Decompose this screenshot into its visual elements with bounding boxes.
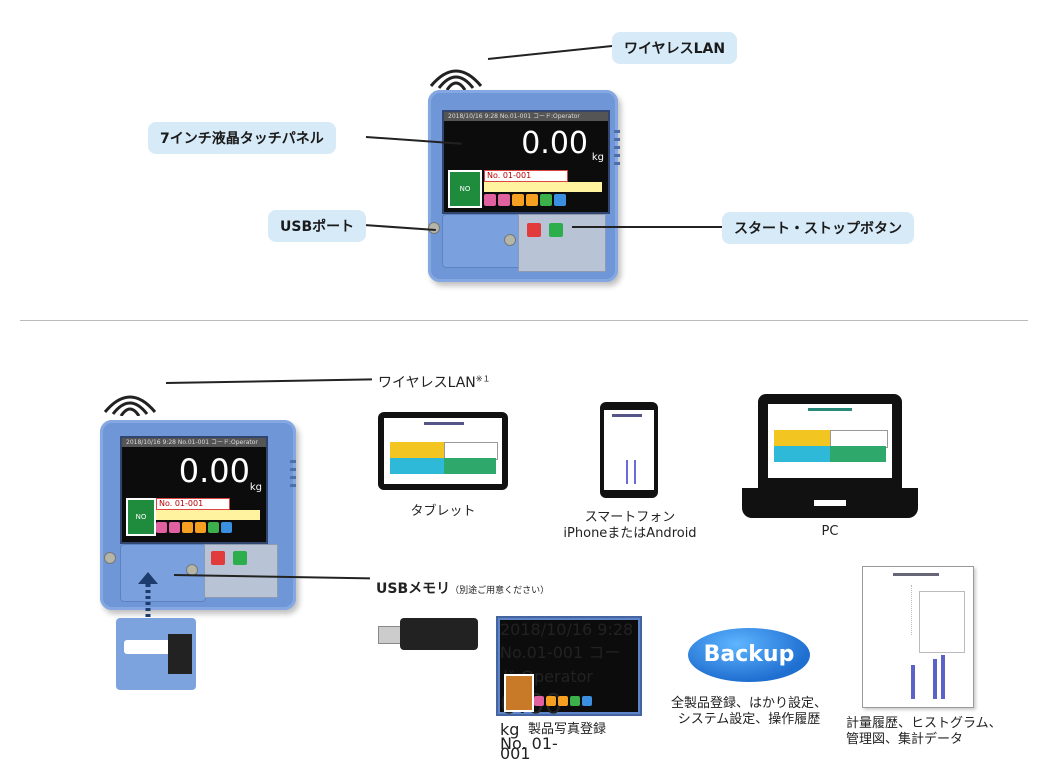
weight-display: 0.00 xyxy=(521,126,588,161)
photo-reg-screen: 2018/10/16 9:28 No.01-001 コード:Operator 0… xyxy=(496,616,642,762)
callout-line xyxy=(165,378,372,384)
wireless-lan-label: ワイヤレスLAN xyxy=(612,32,738,64)
usb-port-label: USBポート xyxy=(268,210,367,242)
device-screen: 2018/10/16 9:28 No.01-001 コード:Operator 0… xyxy=(442,110,610,227)
screw xyxy=(104,552,116,564)
info-bar xyxy=(156,510,260,520)
wireless-lan-text: ワイヤレスLAN xyxy=(378,375,476,391)
device-screen: 2018/10/16 9:28 No.01-001 コード:Operator 0… xyxy=(120,436,268,555)
history-desc-1: 計量履歴、ヒストグラム、 xyxy=(846,716,1002,731)
photo-reg-label: 製品写真登録 xyxy=(527,722,606,737)
status-bar: 2018/10/16 9:28 No.01-001 コード:Operator xyxy=(500,620,634,686)
stop-button[interactable] xyxy=(211,551,225,565)
product-photo xyxy=(504,674,534,712)
usb-memory-text: USBメモリ xyxy=(376,581,451,597)
pc-label: PC xyxy=(821,524,839,539)
unit-label: kg xyxy=(591,152,604,163)
stop-button[interactable] xyxy=(527,223,541,237)
start-stop-label: スタート・ストップボタン xyxy=(722,212,914,244)
callout-line xyxy=(487,44,614,60)
unit-label: kg xyxy=(500,720,520,739)
button-panel xyxy=(204,544,278,598)
usb-memory-note: （別途ご用意ください） xyxy=(450,586,550,596)
history-desc-2: 管理図、集計データ xyxy=(846,732,964,747)
smartphone-display xyxy=(604,410,654,490)
info-bar xyxy=(484,182,602,192)
smartphone-label-1: スマートフォン xyxy=(584,510,676,525)
wifi-icon xyxy=(429,69,483,90)
status-bar: 2018/10/16 9:28 No.01-001 コード:Operator xyxy=(122,438,266,447)
product-number: No. 01-001 xyxy=(156,498,230,510)
button-panel xyxy=(518,214,606,272)
callout-line xyxy=(363,224,436,232)
no-image-box: NO IMAGE xyxy=(448,170,482,227)
start-button[interactable] xyxy=(233,551,247,565)
no-image-box: NO IMAGE xyxy=(126,498,156,555)
smartphone-label-2: iPhoneまたはAndroid xyxy=(563,526,697,541)
function-icons xyxy=(534,696,592,706)
callout-line xyxy=(572,226,722,228)
screw xyxy=(504,234,516,246)
tablet-label: タブレット xyxy=(410,504,476,519)
section-divider xyxy=(20,320,1028,321)
product-number: No. 01-001 xyxy=(500,734,558,763)
backup-badge: Backup xyxy=(688,628,810,682)
footnote-mark: ※１ xyxy=(475,374,491,384)
backup-desc-1: 全製品登録、はかり設定、 xyxy=(670,696,827,711)
product-number: No. 01-001 xyxy=(484,170,568,182)
laptop-display xyxy=(768,404,892,478)
unit-label: kg xyxy=(249,482,262,493)
status-bar: 2018/10/16 9:28 No.01-001 コード:Operator xyxy=(444,112,608,121)
usb-insert-photo xyxy=(116,618,196,690)
tablet-display xyxy=(384,418,502,484)
function-icons xyxy=(484,194,566,206)
document-icon xyxy=(862,566,974,708)
wireless-lan-label-bottom: ワイヤレスLAN※１ xyxy=(378,372,490,392)
wifi-icon xyxy=(103,395,157,416)
smartphone-icon xyxy=(600,402,658,498)
start-button[interactable] xyxy=(549,223,563,237)
usb-memory-label: USBメモリ（別途ご用意ください） xyxy=(376,578,549,598)
touch-panel-label: 7インチ液晶タッチパネル xyxy=(148,122,336,154)
backup-desc-2: システム設定、操作履歴 xyxy=(677,712,821,727)
tablet-icon xyxy=(378,412,508,490)
weight-display: 0.00 xyxy=(178,452,250,490)
function-icons xyxy=(156,522,232,533)
scale-device-bottom: 2018/10/16 9:28 No.01-001 コード:Operator 0… xyxy=(100,420,296,610)
scale-device: 2018/10/16 9:28 No.01-001 コード:Operator 0… xyxy=(428,90,620,282)
